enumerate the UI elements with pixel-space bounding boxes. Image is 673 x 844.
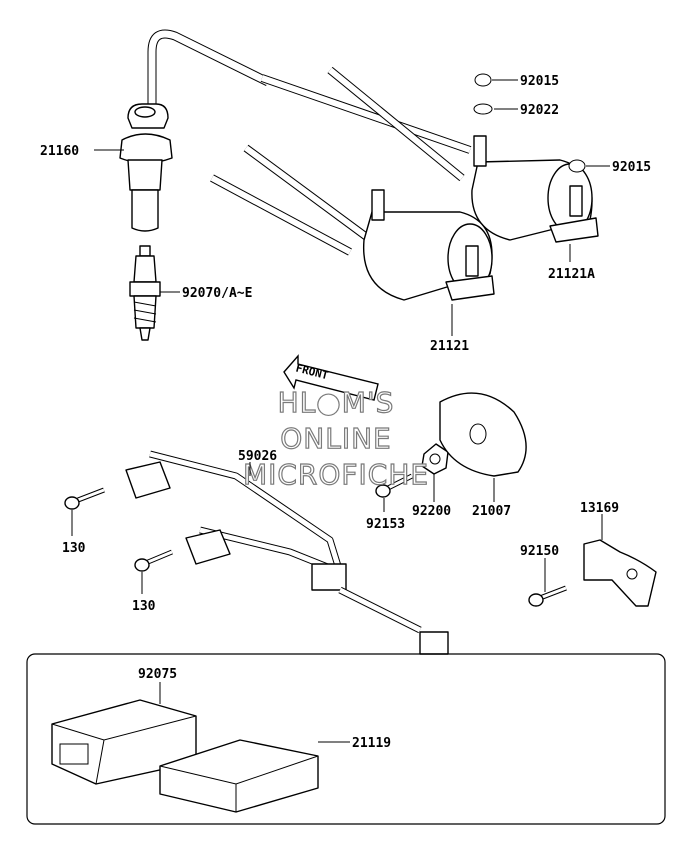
label-92150[interactable]: 92150: [520, 544, 559, 559]
bolt-92153[interactable]: [375, 473, 414, 498]
igniter-92075[interactable]: [51, 699, 197, 785]
ignition-coil-21121[interactable]: [210, 144, 495, 301]
label-92200[interactable]: 92200: [412, 504, 451, 519]
watermark: HL●M'S ONLINE MICROFICHE: [242, 385, 429, 491]
label-92075[interactable]: 92075: [138, 667, 177, 682]
label-59026[interactable]: 59026: [238, 449, 277, 464]
label-13169[interactable]: 13169: [580, 501, 619, 516]
label-21119[interactable]: 21119: [352, 736, 391, 751]
label-92015-right[interactable]: 92015: [612, 160, 651, 175]
label-21121[interactable]: 21121: [430, 339, 469, 354]
nut-92015-top[interactable]: [474, 73, 492, 87]
bolt-92150[interactable]: [528, 585, 567, 607]
ignition-coil-21121A[interactable]: [327, 66, 599, 243]
nut-92015-right[interactable]: [568, 159, 586, 173]
watermark-line2: ONLINE: [280, 422, 391, 455]
label-92022[interactable]: 92022: [520, 103, 559, 118]
watermark-line1: HL●M'S: [278, 386, 395, 419]
label-21121A[interactable]: 21121A: [548, 267, 595, 282]
label-92070[interactable]: 92070/A~E: [182, 286, 252, 301]
label-130-upper[interactable]: 130: [62, 541, 86, 556]
bolt-130-upper[interactable]: [64, 487, 105, 510]
label-21007[interactable]: 21007: [472, 504, 511, 519]
label-92015-top[interactable]: 92015: [520, 74, 559, 89]
igniter-21119[interactable]: [159, 739, 319, 813]
bracket-13169[interactable]: [583, 539, 657, 607]
watermark-line3: MICROFICHE: [243, 458, 429, 491]
pickup-coil-59026[interactable]: [125, 450, 449, 655]
part-labels: 21160 92070/A~E 92015 92022 92015 21121A…: [40, 74, 651, 751]
bolt-130-lower[interactable]: [134, 549, 173, 572]
label-130-lower[interactable]: 130: [132, 599, 156, 614]
nut-92200[interactable]: [421, 443, 449, 475]
timing-rotor-21007[interactable]: [439, 392, 527, 477]
igniter-box-frame: [26, 653, 666, 825]
spark-plug-cap-21160[interactable]: [119, 29, 270, 232]
spark-plug-92070[interactable]: [129, 245, 161, 341]
leader-lines: [71, 79, 610, 743]
label-92153[interactable]: 92153: [366, 517, 405, 532]
washer-92022[interactable]: [473, 103, 493, 115]
label-21160[interactable]: 21160: [40, 144, 79, 159]
front-arrow: FRONT: [283, 354, 379, 401]
